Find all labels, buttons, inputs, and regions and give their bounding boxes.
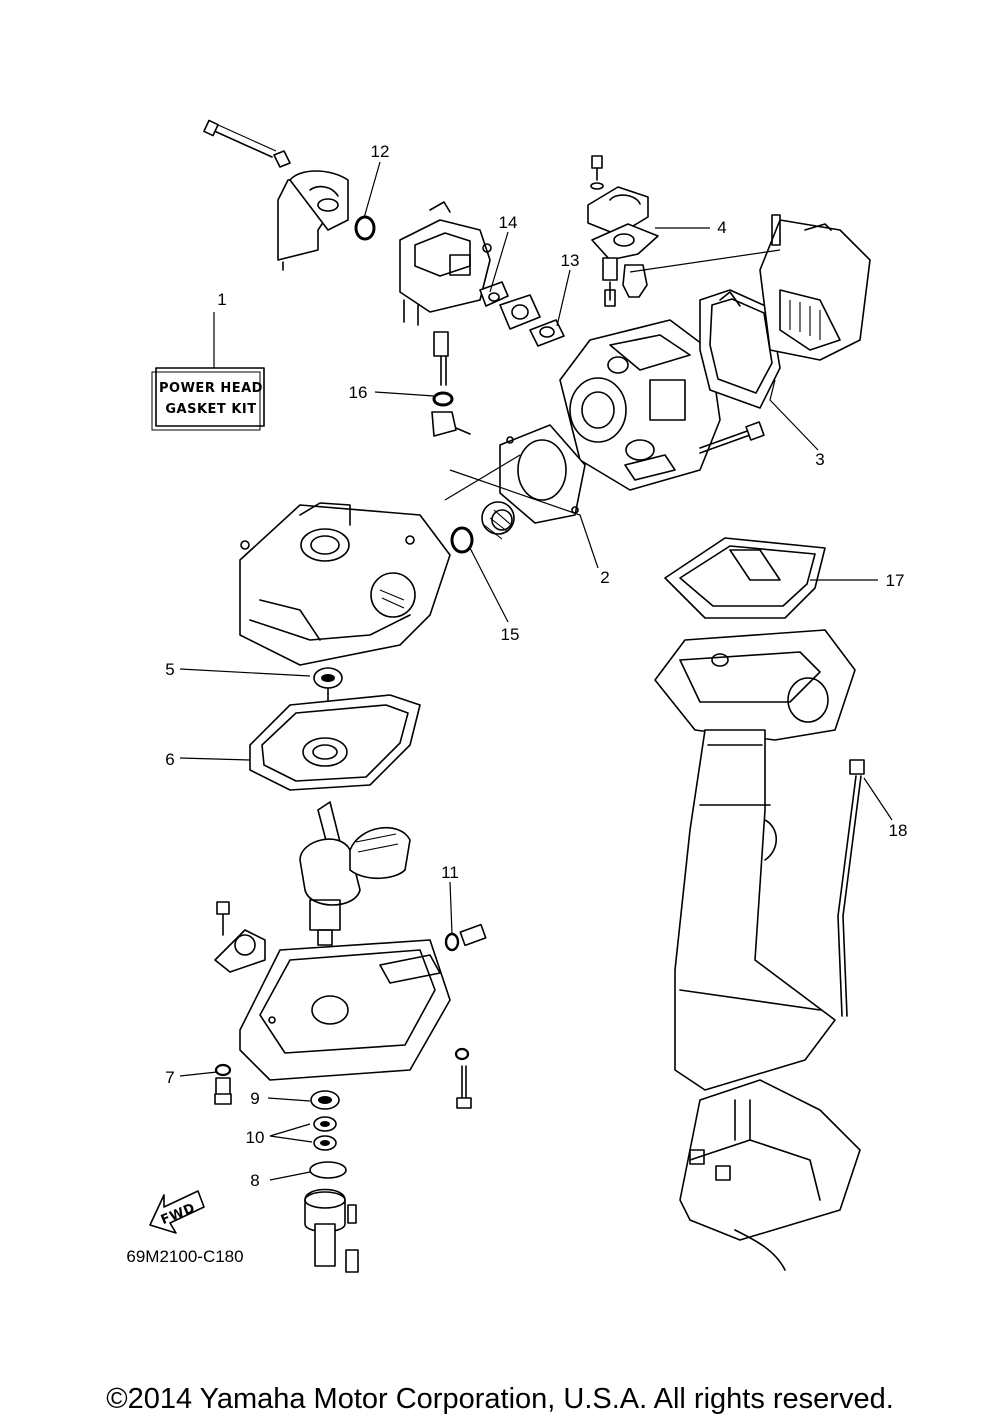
oil-pump[interactable] (214, 901, 266, 973)
leader-8 (269, 1171, 311, 1181)
choke-lever[interactable] (431, 411, 471, 437)
leader-axis-a (629, 249, 781, 273)
intake-spacer[interactable] (499, 294, 541, 330)
leader-13 (556, 269, 571, 327)
leader-15 (469, 547, 509, 623)
washer-11[interactable] (444, 932, 460, 952)
callout-12: 12 (371, 142, 390, 161)
o-ring-16[interactable] (432, 391, 454, 407)
leader-7 (179, 1071, 218, 1077)
intake-silencer[interactable] (203, 119, 349, 271)
copyright-notice: ©2014 Yamaha Motor Corporation, U.S.A. A… (106, 1383, 894, 1415)
leader-12 (363, 161, 381, 219)
callout-5: 5 (165, 660, 174, 679)
fwd-arrow-icon: FWD (149, 1190, 205, 1234)
leader-2 (449, 469, 599, 569)
leader-6 (179, 757, 251, 761)
callout-16: 16 (349, 383, 368, 402)
gasket-kit-label[interactable]: POWER HEAD GASKET KIT (151, 367, 265, 431)
gasket-17[interactable] (664, 537, 826, 619)
gasket-3[interactable] (699, 289, 781, 409)
callout-10: 10 (246, 1128, 265, 1147)
crankcase-lower[interactable] (239, 939, 451, 1081)
callout-6: 6 (165, 750, 174, 769)
callout-13: 13 (561, 251, 580, 270)
callout-8: 8 (250, 1171, 259, 1190)
oil-strainer-housing[interactable] (304, 1188, 346, 1267)
callout-7: 7 (165, 1068, 174, 1087)
leader-14 (489, 231, 509, 293)
leader-9 (267, 1097, 311, 1102)
bolt-bottom[interactable] (345, 1204, 359, 1273)
choke-rod[interactable] (433, 331, 449, 386)
thermostat[interactable] (602, 257, 648, 307)
gasket-2[interactable] (499, 424, 586, 524)
leader-11 (449, 881, 453, 935)
piston-sleeve[interactable] (481, 501, 515, 540)
leader-3 (769, 379, 819, 451)
leader-axis-b (444, 454, 521, 501)
leader-10b (269, 1135, 313, 1143)
washer-right[interactable] (454, 1047, 470, 1061)
gasket-6[interactable] (249, 694, 421, 791)
callout-11: 11 (441, 863, 459, 882)
leader-lines (179, 161, 893, 1181)
water-hose-18[interactable] (837, 759, 865, 1017)
callout-17: 17 (886, 571, 905, 590)
bearing-10b[interactable] (313, 1135, 337, 1151)
piston[interactable] (349, 826, 411, 880)
leader-16 (374, 391, 435, 397)
callout-18: 18 (889, 821, 908, 840)
callout-9: 9 (250, 1089, 259, 1108)
cylinder-block[interactable] (559, 319, 721, 491)
crankshaft[interactable] (299, 801, 361, 946)
callout-4: 4 (717, 218, 726, 237)
bolt-right[interactable] (456, 1065, 472, 1109)
leader-5 (179, 668, 311, 677)
bolt-7[interactable] (214, 1077, 232, 1105)
o-ring-12[interactable] (354, 215, 376, 241)
exhaust-cover[interactable] (759, 214, 871, 361)
thermostat-cover[interactable] (587, 155, 649, 236)
kit-label-line1: POWER HEAD (159, 381, 263, 396)
driveshaft-housing[interactable] (674, 729, 836, 1091)
callout-2: 2 (600, 568, 609, 587)
bearing-10a[interactable] (313, 1116, 337, 1132)
upper-casing[interactable] (654, 629, 856, 741)
callout-numbers: 1 2 3 4 5 6 7 8 9 10 11 12 13 14 15 16 1… (165, 142, 907, 1190)
oil-seal-9[interactable] (310, 1090, 340, 1110)
carburetor[interactable] (399, 201, 492, 326)
kit-label-line2: GASKET KIT (165, 402, 256, 417)
block-bolt[interactable] (699, 421, 765, 454)
lower-unit[interactable] (679, 1079, 861, 1271)
diagram-code: 69M2100-C180 (126, 1247, 243, 1266)
leader-18 (863, 777, 893, 821)
o-ring-8[interactable] (309, 1161, 347, 1179)
callout-14: 14 (499, 213, 518, 232)
drain-screw[interactable] (459, 923, 487, 947)
o-ring-15[interactable] (450, 526, 474, 554)
gasket-4[interactable] (591, 223, 659, 261)
callout-15: 15 (501, 625, 520, 644)
washer-7[interactable] (214, 1063, 232, 1077)
callout-1: 1 (217, 290, 226, 309)
callout-3: 3 (815, 450, 824, 469)
gasket-13[interactable] (529, 319, 565, 347)
gasket-14[interactable] (479, 281, 509, 307)
leader-10a (269, 1123, 311, 1137)
crankcase-upper[interactable] (239, 502, 451, 666)
